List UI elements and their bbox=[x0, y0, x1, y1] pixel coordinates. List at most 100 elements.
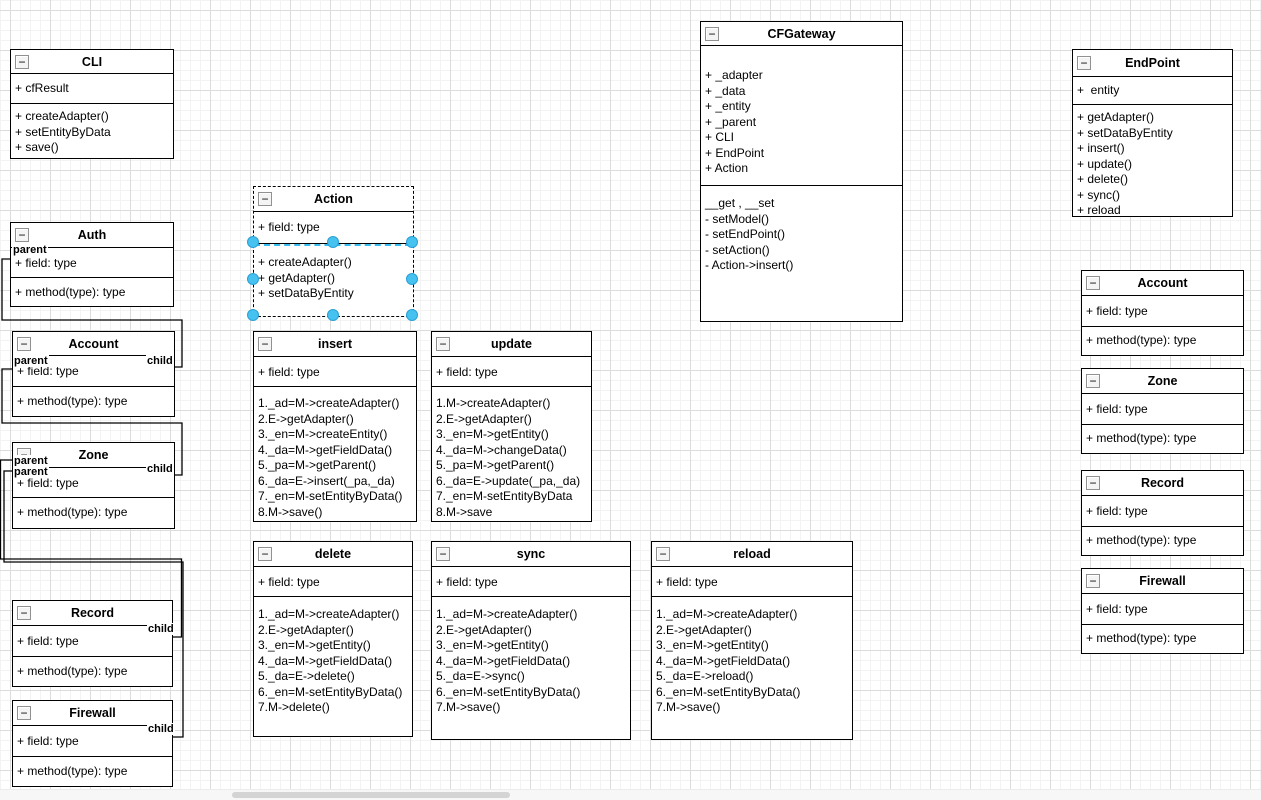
class-record-left[interactable]: −Record+ field: type+ method(type): type bbox=[12, 600, 173, 687]
collapse-icon[interactable]: − bbox=[17, 706, 31, 720]
class-auth[interactable]: −Auth+ field: type+ method(type): type bbox=[10, 222, 174, 307]
compartment[interactable]: + method(type): type bbox=[1082, 624, 1243, 653]
edge-label-parent[interactable]: parent bbox=[12, 244, 48, 256]
class-title-bar[interactable]: −CFGateway bbox=[701, 22, 902, 45]
horizontal-scrollbar[interactable] bbox=[0, 789, 1261, 800]
compartment[interactable]: + cfResult bbox=[11, 73, 173, 103]
selection-handle[interactable] bbox=[406, 309, 418, 321]
compartment[interactable]: 1.M->createAdapter()2.E->getAdapter()3._… bbox=[432, 386, 591, 521]
compartment[interactable]: + method(type): type bbox=[1082, 526, 1243, 555]
class-title-bar[interactable]: −delete bbox=[254, 542, 412, 566]
collapse-icon[interactable]: − bbox=[15, 228, 29, 242]
class-title-bar[interactable]: −update bbox=[432, 332, 591, 356]
class-record-right[interactable]: −Record+ field: type+ method(type): type bbox=[1081, 470, 1244, 556]
compartment[interactable]: 1._ad=M->createAdapter()2.E->getAdapter(… bbox=[432, 596, 630, 739]
class-firewall-right[interactable]: −Firewall+ field: type+ method(type): ty… bbox=[1081, 568, 1244, 654]
edge-zone-parent-to-record-child[interactable] bbox=[0, 459, 183, 638]
compartment[interactable]: + method(type): type bbox=[13, 386, 174, 416]
collapse-icon[interactable]: − bbox=[656, 547, 670, 561]
compartment[interactable]: + field: type bbox=[13, 467, 174, 497]
collapse-icon[interactable]: − bbox=[258, 192, 272, 206]
compartment[interactable]: __get , __set- setModel()- setEndPoint()… bbox=[701, 185, 902, 321]
class-title-bar[interactable]: −Zone bbox=[1082, 369, 1243, 393]
class-title-bar[interactable]: −Account bbox=[13, 332, 174, 355]
compartment[interactable]: + getAdapter()+ setDataByEntity+ insert(… bbox=[1073, 104, 1232, 217]
collapse-icon[interactable]: − bbox=[1086, 374, 1100, 388]
class-title-bar[interactable]: −Account bbox=[1082, 271, 1243, 295]
compartment[interactable]: + field: type bbox=[1082, 295, 1243, 326]
class-title-bar[interactable]: −sync bbox=[432, 542, 630, 566]
edge-label-parent[interactable]: parent bbox=[13, 455, 49, 467]
class-title-bar[interactable]: −CLI bbox=[11, 50, 173, 73]
class-endpoint[interactable]: −EndPoint+ entity+ getAdapter()+ setData… bbox=[1072, 49, 1233, 217]
class-action[interactable]: −Action+ field: type+ createAdapter()+ g… bbox=[253, 186, 414, 317]
compartment[interactable]: + field: type bbox=[1082, 495, 1243, 526]
compartment[interactable]: + createAdapter()+ setEntityByData+ save… bbox=[11, 103, 173, 158]
compartment[interactable]: + field: type bbox=[1082, 593, 1243, 624]
selection-handle[interactable] bbox=[247, 236, 259, 248]
collapse-icon[interactable]: − bbox=[17, 606, 31, 620]
edge-label-parent[interactable]: parent bbox=[13, 355, 49, 367]
collapse-icon[interactable]: − bbox=[705, 26, 719, 41]
class-firewall-left[interactable]: −Firewall+ field: type+ method(type): ty… bbox=[12, 700, 173, 787]
collapse-icon[interactable]: − bbox=[436, 547, 450, 561]
edge-label-child[interactable]: child bbox=[146, 355, 174, 367]
collapse-icon[interactable]: − bbox=[1086, 276, 1100, 290]
collapse-icon[interactable]: − bbox=[1086, 574, 1100, 588]
class-title-bar[interactable]: −reload bbox=[652, 542, 852, 566]
edge-label-child[interactable]: child bbox=[147, 623, 175, 635]
class-title-bar[interactable]: −insert bbox=[254, 332, 416, 356]
class-cfgateway[interactable]: −CFGateway+ _adapter+ _data+ _entity+ _p… bbox=[700, 21, 903, 322]
class-cli[interactable]: −CLI+ cfResult+ createAdapter()+ setEnti… bbox=[10, 49, 174, 159]
edge-label-child[interactable]: child bbox=[147, 723, 175, 735]
edge-account-parent-to-zone-child[interactable] bbox=[1, 368, 183, 476]
selection-handle[interactable] bbox=[406, 272, 418, 285]
collapse-icon[interactable]: − bbox=[258, 547, 272, 561]
compartment[interactable]: + entity bbox=[1073, 76, 1232, 104]
compartment[interactable]: + method(type): type bbox=[13, 756, 172, 786]
compartment[interactable]: + field: type bbox=[254, 356, 416, 386]
class-zone-right[interactable]: −Zone+ field: type+ method(type): type bbox=[1081, 368, 1244, 454]
collapse-icon[interactable]: − bbox=[258, 337, 272, 351]
collapse-icon[interactable]: − bbox=[17, 336, 31, 351]
class-title-bar[interactable]: −Action bbox=[254, 187, 413, 211]
compartment[interactable]: + field: type bbox=[432, 356, 591, 386]
selection-handle[interactable] bbox=[326, 236, 339, 248]
selection-handle[interactable] bbox=[406, 236, 418, 248]
compartment[interactable]: + field: type bbox=[11, 247, 173, 277]
class-account-left[interactable]: −Account+ field: type+ method(type): typ… bbox=[12, 331, 175, 417]
edge-label-parent[interactable]: parent bbox=[13, 466, 49, 478]
collapse-icon[interactable]: − bbox=[1077, 56, 1091, 70]
compartment[interactable]: + field: type bbox=[13, 355, 174, 386]
compartment[interactable]: + field: type bbox=[652, 566, 852, 596]
collapse-icon[interactable]: − bbox=[15, 54, 29, 69]
edge-label-child[interactable]: child bbox=[146, 463, 174, 475]
compartment[interactable]: + createAdapter()+ getAdapter()+ setData… bbox=[254, 243, 413, 316]
compartment[interactable]: + field: type bbox=[13, 725, 172, 756]
compartment[interactable]: + field: type bbox=[254, 566, 412, 596]
class-title-bar[interactable]: −Record bbox=[1082, 471, 1243, 495]
edge-auth-parent-to-account-child[interactable] bbox=[1, 258, 183, 368]
compartment[interactable]: 1._ad=M->createAdapter()2.E->getAdapter(… bbox=[254, 596, 412, 736]
compartment[interactable]: + field: type bbox=[1082, 393, 1243, 424]
compartment[interactable]: + field: type bbox=[432, 566, 630, 596]
scrollbar-thumb[interactable] bbox=[232, 792, 510, 798]
collapse-icon[interactable]: − bbox=[436, 337, 450, 351]
compartment[interactable]: + method(type): type bbox=[11, 277, 173, 306]
class-title-bar[interactable]: −Firewall bbox=[13, 701, 172, 725]
compartment[interactable]: + method(type): type bbox=[13, 497, 174, 528]
edge-zone-parent-to-firewall-child[interactable] bbox=[3, 470, 184, 738]
compartment[interactable]: + method(type): type bbox=[1082, 326, 1243, 355]
class-account-right[interactable]: −Account+ field: type+ method(type): typ… bbox=[1081, 270, 1244, 356]
selection-handle[interactable] bbox=[326, 309, 339, 321]
collapse-icon[interactable]: − bbox=[1086, 476, 1100, 490]
compartment[interactable]: 1._ad=M->createAdapter()2.E->getAdapter(… bbox=[652, 596, 852, 739]
class-title-bar[interactable]: −Firewall bbox=[1082, 569, 1243, 593]
class-title-bar[interactable]: −Auth bbox=[11, 223, 173, 247]
